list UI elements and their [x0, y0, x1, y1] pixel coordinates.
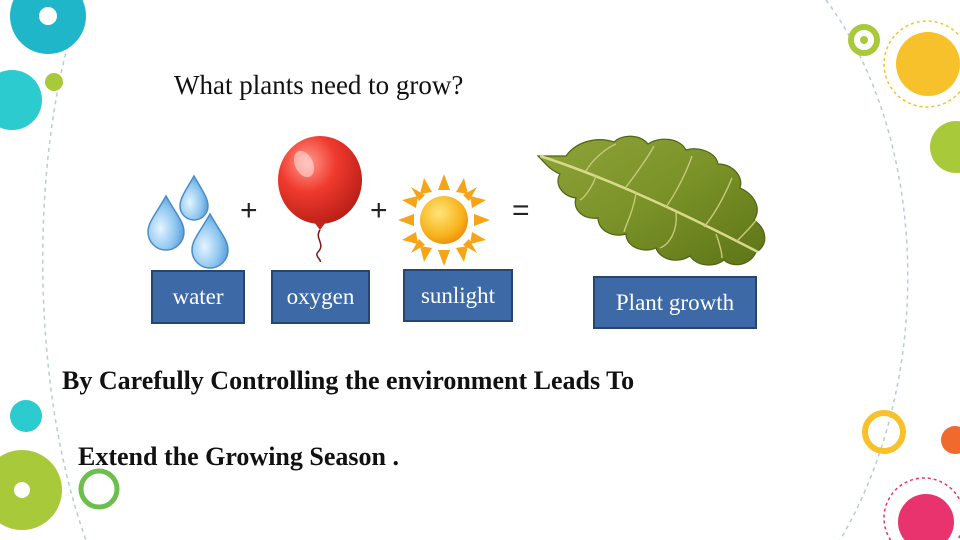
- lime-circle-decoration: [0, 450, 62, 530]
- leaf-icon: [536, 135, 766, 266]
- left-dashed-arc: [42, 0, 87, 540]
- equals-sign: =: [512, 194, 530, 227]
- plus-sign: +: [370, 194, 388, 227]
- sun-icon: [398, 174, 490, 266]
- water-drops-icon: [147, 174, 229, 269]
- right-dashed-arc: [825, 0, 909, 540]
- slide-title: What plants need to grow?: [174, 70, 464, 100]
- pink-dashed-ring-decoration: [883, 477, 960, 540]
- yellow-circle-decoration: [896, 32, 960, 96]
- red-balloon-icon: [278, 136, 362, 262]
- lime-ring-decoration: [848, 24, 880, 56]
- lime-dot-decoration: [860, 36, 868, 44]
- teal-circle-decoration: [10, 0, 86, 54]
- orange-circle-decoration: [941, 426, 960, 454]
- white-dot-decoration: [14, 482, 30, 498]
- statement-line-1: By Carefully Controlling the environment…: [62, 366, 635, 395]
- pink-circle-decoration: [898, 494, 954, 540]
- statement-line-2: Extend the Growing Season .: [78, 442, 399, 471]
- water-label: water: [151, 270, 245, 324]
- turquoise-circle-decoration: [0, 70, 42, 130]
- turquoise-small-circle-decoration: [10, 400, 42, 432]
- white-dot-decoration: [39, 7, 57, 25]
- lime-circle-decoration: [930, 121, 960, 173]
- sunlight-label: sunlight: [403, 269, 513, 322]
- lime-dot-decoration: [45, 73, 63, 91]
- green-ring-decoration: [78, 468, 120, 510]
- plus-sign: +: [240, 194, 258, 227]
- plant-growth-label: Plant growth: [593, 276, 757, 329]
- yellow-ring-decoration: [862, 410, 906, 454]
- oxygen-label: oxygen: [271, 270, 370, 324]
- yellow-dashed-ring-decoration: [883, 20, 960, 108]
